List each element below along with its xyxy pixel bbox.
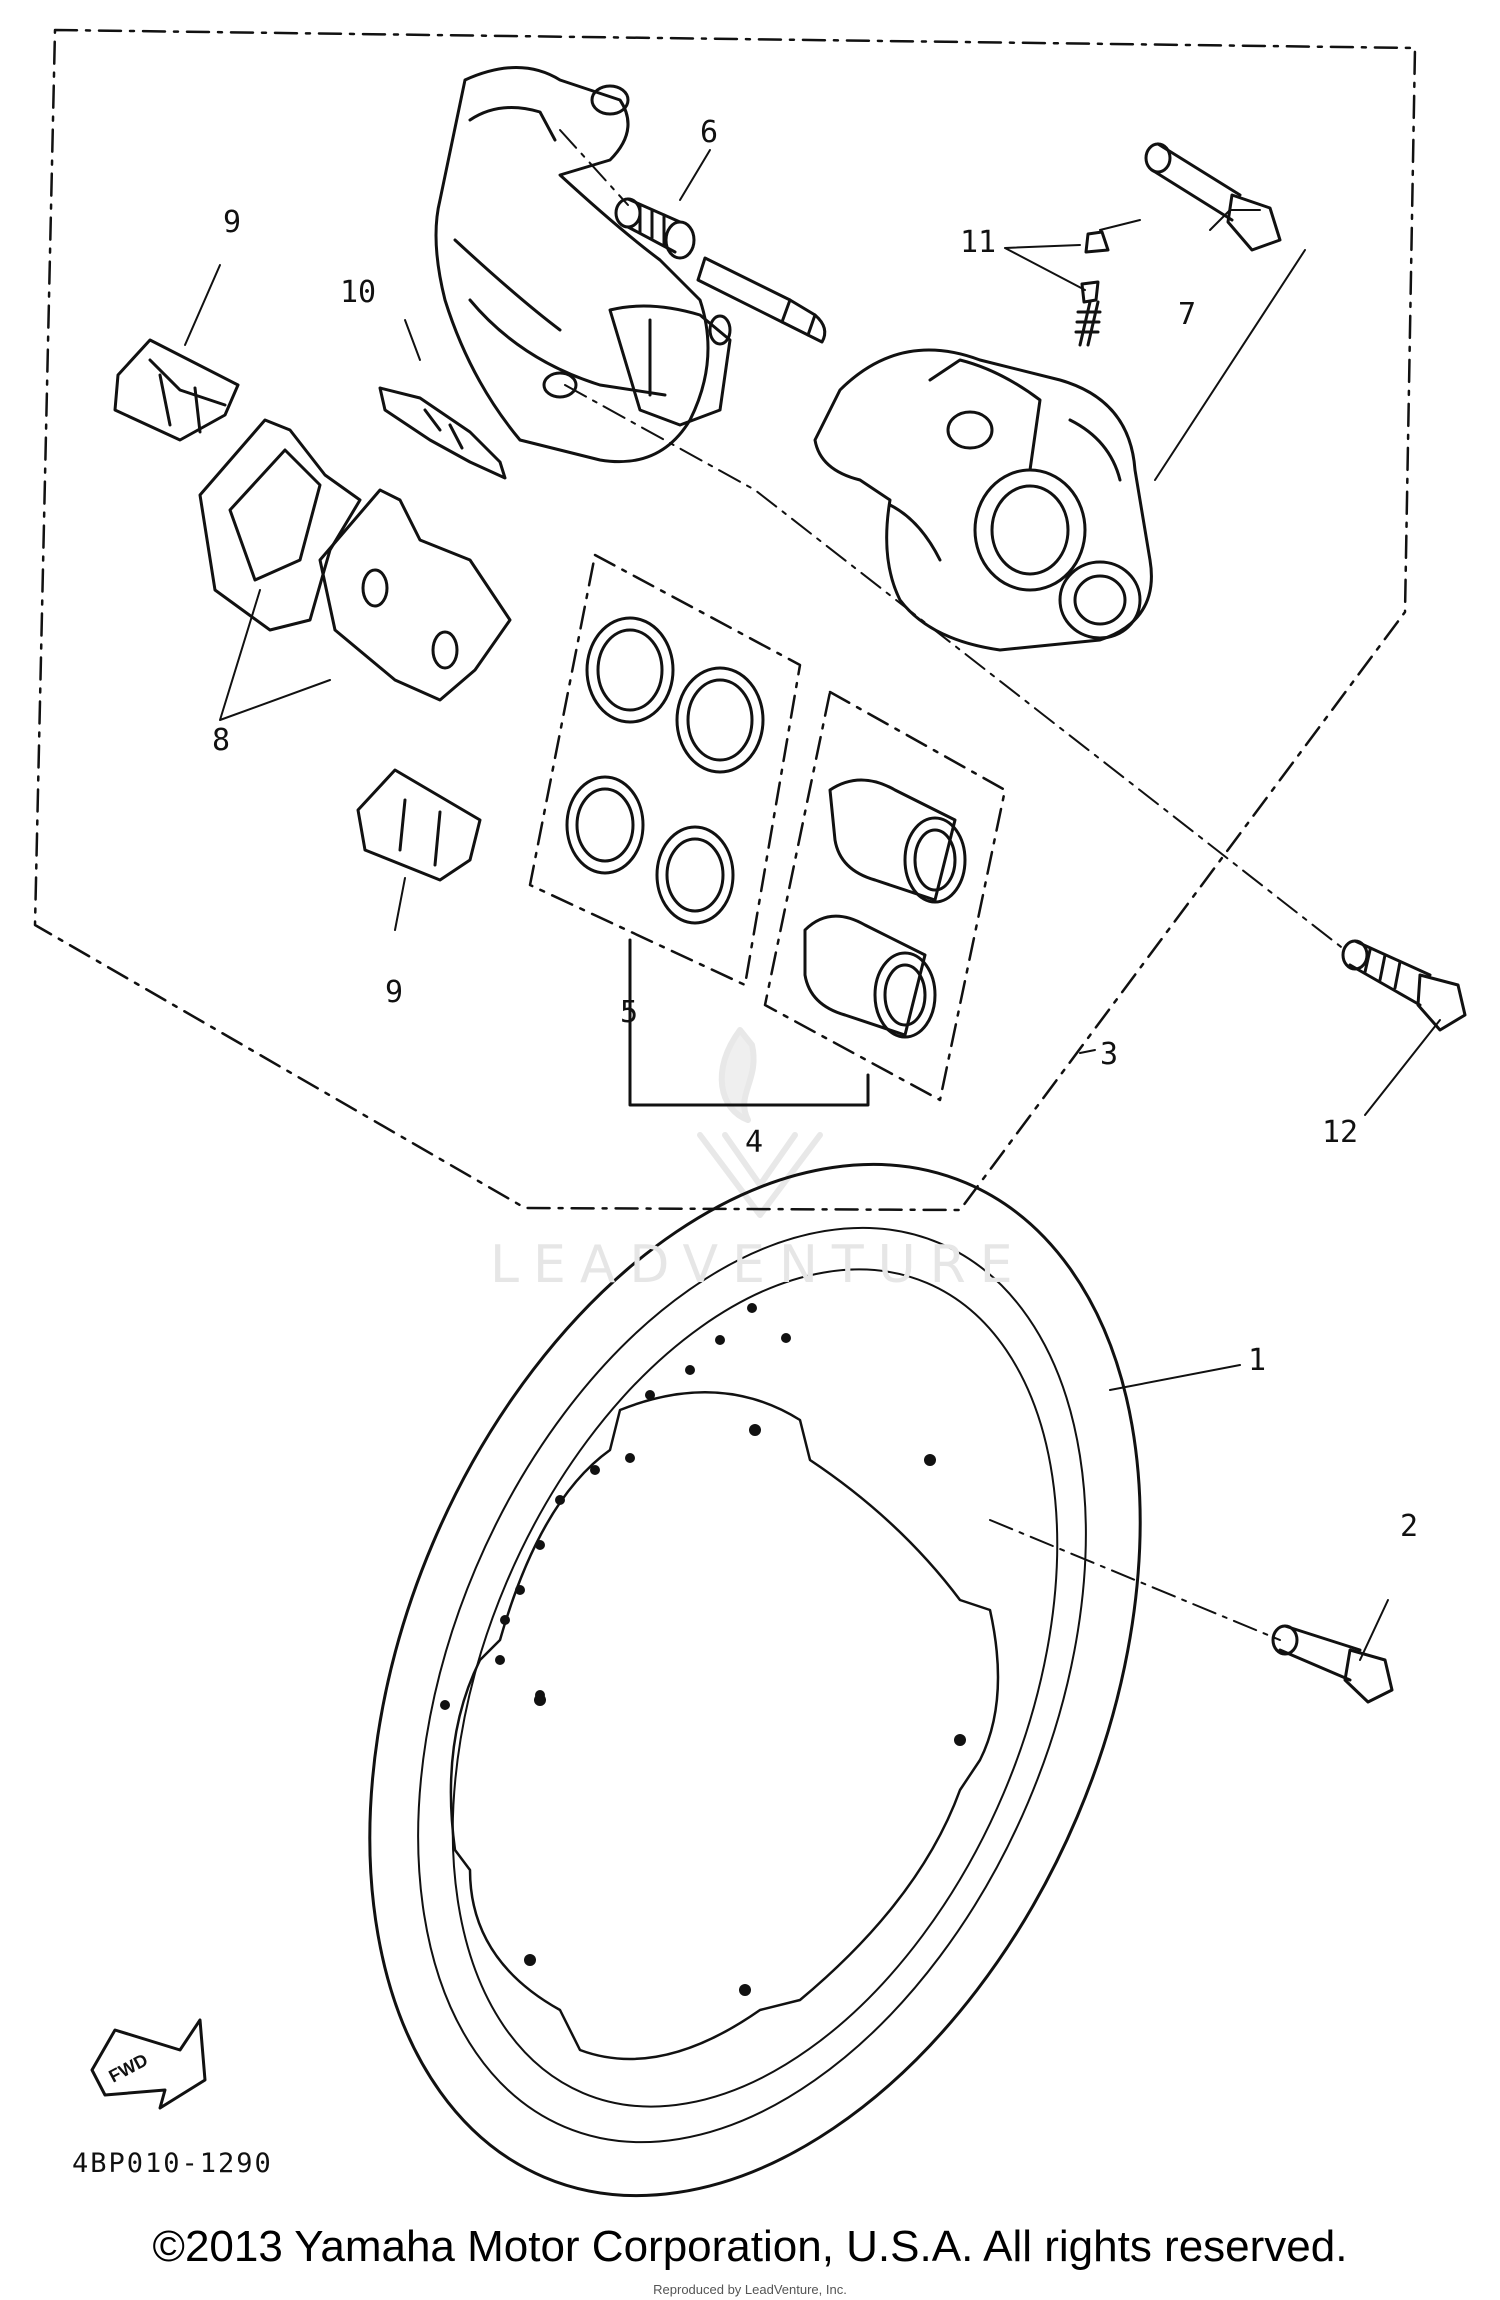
part-5-piston-seals: [565, 616, 765, 925]
leadventure-watermark-logo: [697, 1027, 823, 1218]
caliper-assembly-boundary: [33, 28, 1417, 1212]
callout-3: 3: [1100, 1037, 1119, 1072]
part-7-bolt: [1144, 142, 1282, 252]
callout-1: 1: [1248, 1343, 1267, 1378]
part-1-brake-disc: [368, 1162, 1142, 2198]
watermark-text: LEADVENTURE: [490, 1235, 1027, 1295]
callout-2: 2: [1400, 1509, 1419, 1544]
part-code: 4BP010-1290: [72, 2148, 273, 2179]
callout-7: 7: [1178, 297, 1197, 332]
copyright-notice: ©2013 Yamaha Motor Corporation, U.S.A. A…: [152, 2222, 1348, 2271]
part-5-seal-group-boundary: [528, 553, 802, 987]
pistons: [803, 778, 967, 1039]
slide-pin: [696, 256, 827, 344]
part-6-bushing: [614, 197, 696, 260]
callout-8: 8: [212, 723, 231, 758]
callout-9-top: 9: [223, 205, 242, 240]
license-notice: Reproduced by LeadVenture, Inc.: [653, 2282, 847, 2297]
part-9-pad-spring-bottom: [356, 768, 482, 882]
part-9-pad-spring-top: [113, 338, 240, 442]
callout-12: 12: [1322, 1115, 1359, 1150]
part-12-bolt: [1341, 939, 1467, 1032]
callout-bracket-4-5: [628, 938, 870, 1107]
caliper-inner-half: [434, 66, 732, 464]
part-4-piston-group-boundary: [763, 690, 1007, 1102]
leader-lines: [184, 129, 1441, 1661]
callout-5: 5: [620, 995, 639, 1030]
part-10-pad-shim: [378, 386, 507, 480]
callout-11: 11: [960, 225, 997, 260]
part-11-bleeder-valve: [1074, 230, 1110, 347]
callout-9-bottom: 9: [385, 975, 404, 1010]
part-8-brake-pads: [198, 418, 512, 702]
callout-10: 10: [340, 275, 377, 310]
disc-drill-holes: [440, 1303, 966, 1996]
caliper-outer-half: [813, 348, 1153, 652]
fwd-arrow-icon: [90, 2018, 207, 2110]
callout-4: 4: [745, 1125, 764, 1160]
callout-6: 6: [700, 115, 719, 150]
part-2-bolt: [1271, 1624, 1394, 1704]
